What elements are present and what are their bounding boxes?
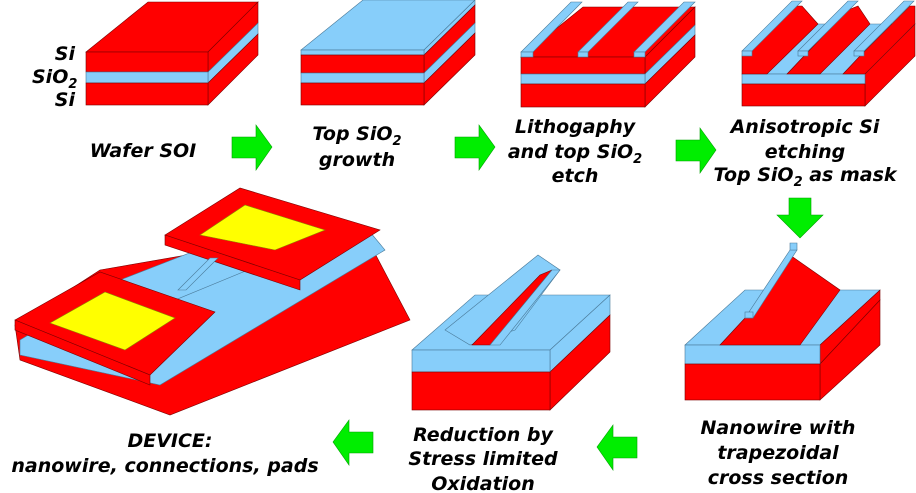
- svg-text:Nanowire with: Nanowire with: [701, 417, 856, 439]
- arrow-right-icon: [454, 124, 496, 171]
- svg-text:nanowire, connections, pads: nanowire, connections, pads: [11, 455, 318, 477]
- svg-text:Stress limited: Stress limited: [408, 448, 558, 470]
- svg-text:etch: etch: [552, 165, 599, 187]
- arrow-down-icon: [776, 197, 824, 239]
- layer-label-sio2: SiO2: [32, 66, 77, 92]
- svg-text:Oxidation: Oxidation: [431, 473, 535, 493]
- step-label-lithography: Lithogaphy and top SiO2 etch: [508, 116, 642, 187]
- svg-text:cross section: cross section: [708, 467, 849, 489]
- layer-label-bottom-si: Si: [55, 89, 76, 111]
- svg-text:Lithogaphy: Lithogaphy: [515, 116, 637, 138]
- step-label-nanowire: Nanowire with trapezoidal cross section: [701, 417, 856, 489]
- svg-text:trapezoidal: trapezoidal: [717, 442, 839, 464]
- nanowire-block: [684, 242, 881, 401]
- step-label-device: DEVICE: nanowire, connections, pads: [11, 430, 318, 477]
- arrow-left-icon: [596, 424, 638, 471]
- arrow-right-icon: [675, 127, 717, 174]
- oxide-growth-block: [300, 0, 476, 106]
- svg-text:Top SiO2 as mask: Top SiO2 as mask: [713, 164, 897, 190]
- svg-text:growth: growth: [319, 149, 395, 171]
- anisotropic-etch-block: [741, 0, 916, 107]
- layer-label-top-si: Si: [55, 43, 76, 65]
- svg-text:etching: etching: [765, 141, 845, 163]
- svg-text:Reduction by: Reduction by: [413, 424, 554, 446]
- device-block: [14, 187, 411, 416]
- step-label-wafer: Wafer SOI: [90, 140, 197, 162]
- step-label-etching: Anisotropic Si etching Top SiO2 as mask: [713, 116, 897, 190]
- step-label-oxidation: Reduction by Stress limited Oxidation: [408, 424, 558, 493]
- svg-text:DEVICE:: DEVICE:: [127, 430, 212, 452]
- svg-text:Anisotropic Si: Anisotropic Si: [729, 116, 880, 138]
- lithography-block: [520, 1, 696, 108]
- oxidation-block: [411, 254, 611, 411]
- arrow-right-icon: [231, 124, 273, 171]
- svg-text:Top SiO2: Top SiO2: [312, 123, 401, 149]
- svg-text:and top SiO2: and top SiO2: [508, 141, 642, 167]
- step-label-growth: Top SiO2 growth: [312, 123, 401, 171]
- soi-wafer-block: [85, 1, 259, 106]
- arrow-left-icon: [332, 419, 374, 466]
